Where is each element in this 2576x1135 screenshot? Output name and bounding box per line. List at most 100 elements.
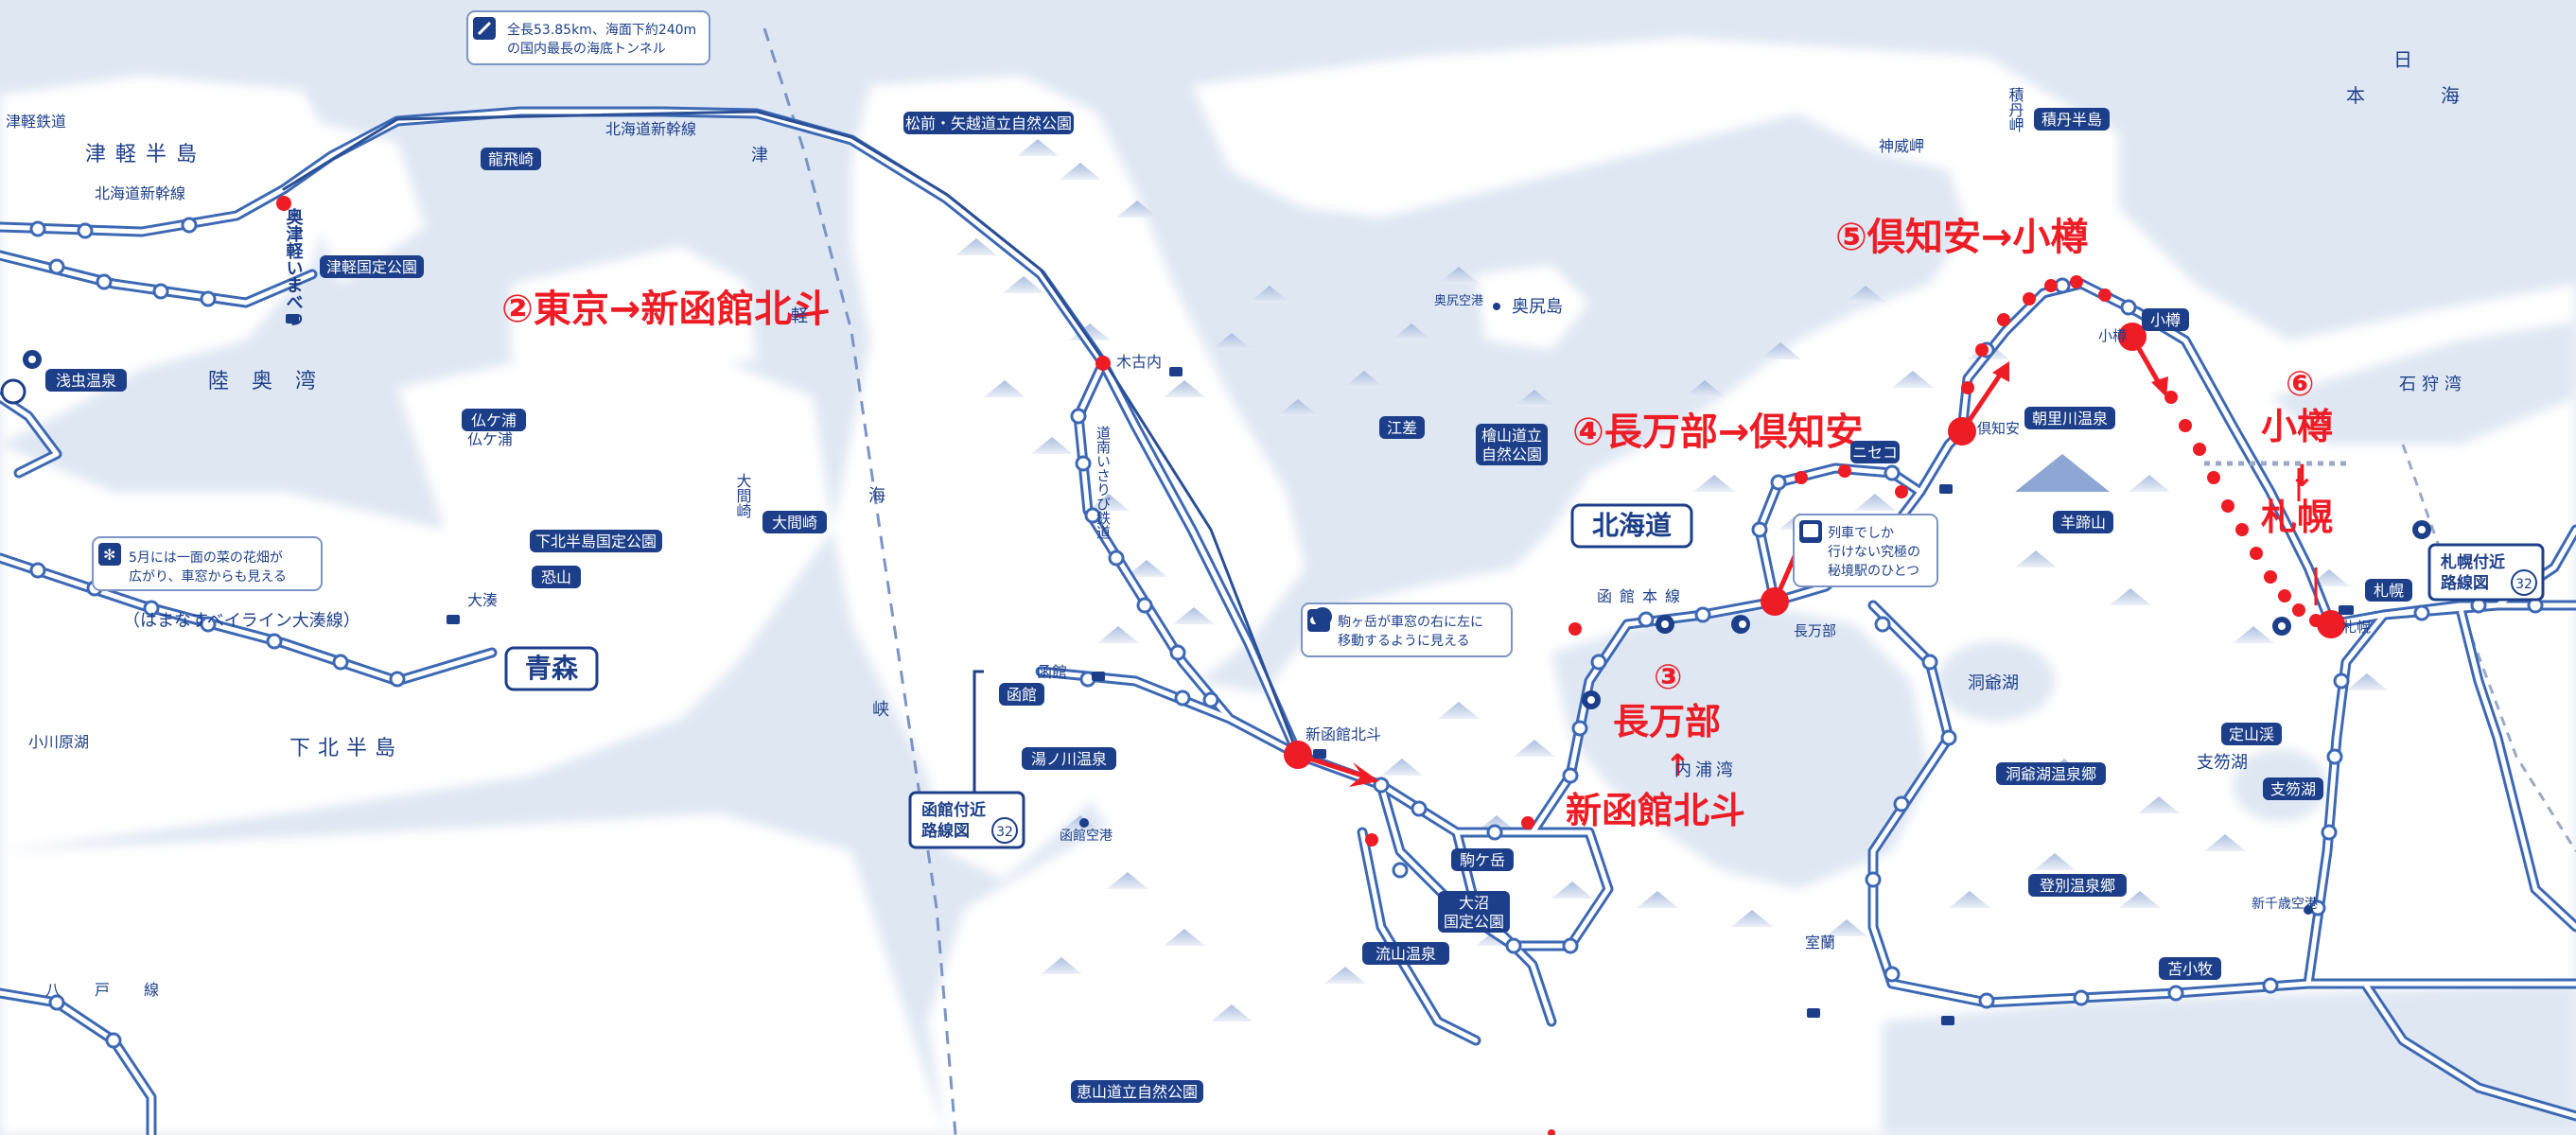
- label-hakodate-line: 函館本線: [1597, 587, 1688, 605]
- callout-koboro-line1: 列車でしか: [1828, 525, 1894, 541]
- route-label-6-num: ⑥: [2286, 365, 2314, 404]
- svg-text:朝里川温泉: 朝里川温泉: [2032, 410, 2108, 428]
- label-shinkansen-2: 北海道新幹線: [605, 120, 696, 138]
- callout-seikan-line1: 全長53.85km、海面下約240m: [507, 22, 696, 38]
- svg-text:函館: 函館: [1007, 686, 1037, 704]
- route-label-6-to: 札幌: [2261, 497, 2333, 538]
- badge-aomori: 青森: [504, 646, 599, 691]
- route-label-2: ②東京→新函館北斗: [501, 288, 830, 331]
- label-new-chitose: 新千歳空港: [2252, 897, 2318, 912]
- badge-shikotsu: 支笏湖: [2263, 777, 2323, 800]
- route-label-3-to: 長万部: [1613, 701, 1721, 742]
- badge-asamushi: 浅虫温泉: [45, 369, 127, 392]
- svg-text:江差: 江差: [1387, 419, 1417, 437]
- pref-boundary-2: [2401, 444, 2576, 852]
- inset-sapporo-line2: 路線図: [2441, 573, 2489, 593]
- label-tsugaru-peninsula: 津軽半島: [85, 143, 206, 166]
- label-kai: 海: [868, 486, 885, 506]
- inset-sapporo-line1: 札幌付近: [2440, 552, 2505, 572]
- label-isaribi-line: 道南いさりび鉄道: [1095, 426, 1112, 539]
- callout-seikan-line2: の国内最長の海底トンネル: [507, 42, 666, 57]
- label-tsu: 津: [751, 146, 768, 166]
- badge-esashi: 江差: [1379, 416, 1425, 439]
- svg-text:恐山: 恐山: [541, 568, 571, 586]
- label-shikotsu-lake: 支笏湖: [2197, 753, 2248, 773]
- callout-koboro: 列車でしか 行けない究極の 秘境駅のひとつ: [1793, 514, 1938, 587]
- label-muroran: 室蘭: [1805, 934, 1835, 952]
- label-nihon: 日: [2393, 48, 2412, 71]
- inset-sapporo-page: 32: [2515, 577, 2532, 592]
- svg-text:自然公園: 自然公園: [1481, 445, 1542, 463]
- route-label-3-arrow: ↑: [1665, 747, 1691, 783]
- badge-nagareyama: 流山温泉: [1362, 942, 1449, 965]
- label-ogawara: 小川原湖: [28, 733, 89, 751]
- callout-komagatake-line1: 駒ヶ岳が車窓の右に左に: [1338, 614, 1483, 630]
- mount-yotei: [2015, 454, 2110, 492]
- callout-seikan: 全長53.85km、海面下約240m の国内最長の海底トンネル: [466, 10, 710, 65]
- label-toya-lake: 洞爺湖: [1968, 673, 2019, 693]
- svg-text:青森: 青森: [525, 653, 579, 684]
- badge-otaru: 小樽: [2142, 308, 2189, 331]
- station-dots: [29, 217, 2544, 1049]
- inset-hakodate-line1: 函館付近: [921, 800, 986, 820]
- svg-text:大間崎: 大間崎: [772, 514, 817, 532]
- badge-oma: 大間崎: [762, 511, 827, 533]
- badge-jozankei: 定山渓: [2221, 723, 2282, 745]
- badge-toya-onsen: 洞爺湖温泉郷: [1996, 762, 2106, 785]
- map-symbols: [0, 303, 2431, 1025]
- label-hotokegaura-small: 仏ケ浦: [467, 430, 513, 448]
- svg-text:定山渓: 定山渓: [2229, 725, 2274, 743]
- badge-onuma: 大沼 国定公園: [1438, 891, 1510, 933]
- svg-text:ニセコ: ニセコ: [1852, 444, 1898, 462]
- callout-rapeseed: ✻ 5月には一面の菜の花畑が 広がり、車窓からも見える: [92, 536, 323, 591]
- svg-text:洞爺湖温泉郷: 洞爺湖温泉郷: [2006, 765, 2096, 783]
- badge-osorezan: 恐山: [532, 566, 581, 588]
- label-oshamambe: 長万部: [1794, 622, 1836, 639]
- svg-text:流山温泉: 流山温泉: [1376, 945, 1436, 963]
- inset-ref-sapporo[interactable]: 札幌付近 路線図 32: [2427, 543, 2545, 602]
- water-bodies: [1551, 322, 2576, 1135]
- label-shin-hakodate: 新函館北斗: [1306, 725, 1381, 743]
- badge-esan-park: 恵山道立自然公園: [1071, 1080, 1203, 1103]
- label-karu: 軽: [791, 306, 808, 326]
- callout-koboro-line2: 行けない究極の: [1828, 545, 1920, 560]
- badge-tomakomai: 苫小牧: [2159, 957, 2221, 980]
- svg-text:駒ケ岳: 駒ケ岳: [1460, 851, 1505, 869]
- label-ominato: 大湊: [467, 591, 498, 609]
- badge-sapporo: 札幌: [2365, 579, 2412, 602]
- svg-text:登別温泉郷: 登別温泉郷: [2040, 877, 2115, 895]
- label-okutsugaru: 奥津軽いまべつ: [284, 207, 304, 327]
- flower-icon: ✻: [103, 546, 115, 564]
- svg-text:津軽国定公園: 津軽国定公園: [326, 258, 417, 276]
- label-kyo: 峡: [872, 700, 889, 720]
- badge-niseko: ニセコ: [1850, 441, 1900, 463]
- badge-asarigawa: 朝里川温泉: [2024, 407, 2115, 429]
- place-labels: 津軽鉄道 津軽半島 北海道新幹線 陸奥湾 下北半島 小川原湖 津 軽 海 峡 大…: [6, 48, 2462, 999]
- svg-text:苫小牧: 苫小牧: [2167, 960, 2213, 978]
- svg-text:札幌: 札幌: [2374, 582, 2404, 600]
- label-okushiri-airport: 奥尻空港: [1434, 294, 1483, 308]
- label-hamanasu-line: （はまなすベイライン大湊線）: [123, 611, 360, 631]
- svg-text:松前・矢越道立自然公園: 松前・矢越道立自然公園: [905, 114, 1072, 132]
- label-shakotan-point: 積丹岬: [2006, 87, 2024, 132]
- label-otaru-small: 小樽: [2098, 327, 2127, 344]
- badge-hotokegaura: 仏ケ浦: [462, 409, 526, 431]
- svg-text:小樽: 小樽: [2150, 311, 2181, 329]
- label-shimokita-peninsula: 下北半島: [289, 737, 403, 760]
- svg-text:北海道: 北海道: [1592, 510, 1672, 541]
- callout-komagatake-line2: 移動するように見える: [1338, 634, 1470, 649]
- prefecture-boundary: [762, 27, 957, 1135]
- label-okushiri: 奥尻島: [1512, 297, 1563, 317]
- badge-noboribetsu: 登別温泉郷: [2028, 874, 2127, 897]
- label-tsugaru-rail: 津軽鉄道: [6, 113, 66, 131]
- svg-text:大沼: 大沼: [1459, 894, 1489, 912]
- inset-hakodate-page: 32: [996, 825, 1013, 840]
- badge-hiyama-park: 檜山道立 自然公園: [1476, 424, 1548, 465]
- label-oma-point: 大間崎: [734, 473, 752, 518]
- label-hakodate-small: 函館: [1037, 663, 1067, 681]
- badge-yotei: 羊蹄山: [2053, 511, 2113, 533]
- svg-text:積丹半島: 積丹半島: [2042, 111, 2102, 129]
- callout-rapeseed-line2: 広がり、車窓からも見える: [129, 568, 287, 585]
- inset-ref-hakodate[interactable]: 函館付近 路線図 32: [908, 670, 1025, 849]
